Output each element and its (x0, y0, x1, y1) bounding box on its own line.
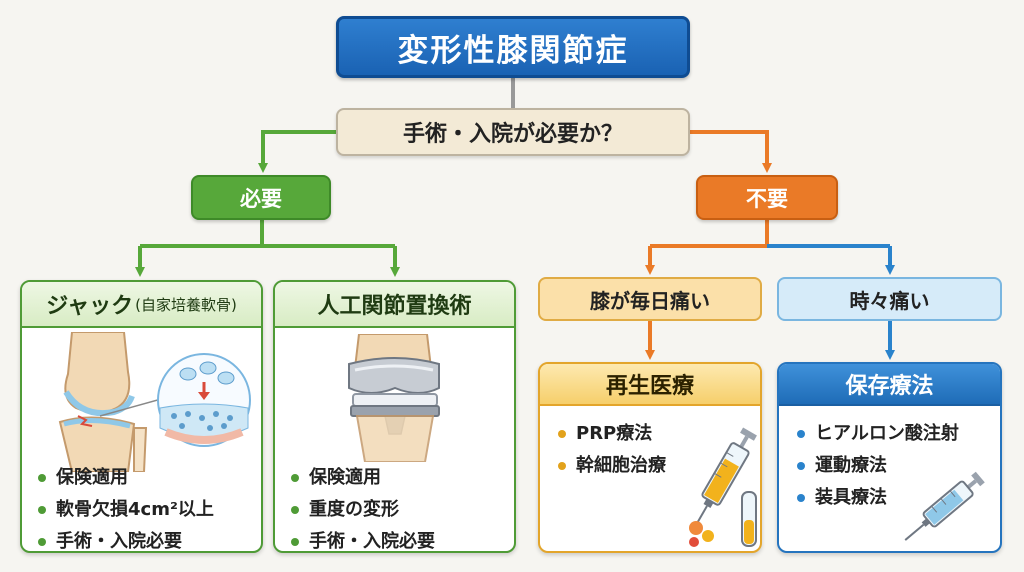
need-split-line (140, 220, 395, 248)
bullet-dot-icon (291, 474, 299, 482)
branch-no-need: 不要 (696, 175, 838, 220)
list-item: 保険適用 (38, 462, 214, 494)
list-item: 重度の変形 (291, 494, 435, 526)
list-item: 保険適用 (291, 462, 435, 494)
regenerative-title: 再生医療 (540, 364, 760, 406)
branch-need: 必要 (191, 175, 331, 220)
bullet-dot-icon (38, 474, 46, 482)
list-item: 運動療法 (797, 450, 959, 482)
list-item: 幹細胞治療 (558, 450, 666, 482)
jack-card: ジャック (自家培養軟骨) 保険適用 軟骨欠損4cm²以上 手術・入院必要 (20, 280, 263, 553)
artificial-knee-implant-illustration (348, 334, 440, 462)
list-item: 軟骨欠損4cm²以上 (38, 494, 214, 526)
list-item: 手術・入院必要 (38, 526, 214, 551)
list-item: 手術・入院必要 (291, 526, 435, 551)
conservative-title: 保存療法 (779, 364, 1000, 406)
bullet-dot-icon (291, 506, 299, 514)
jack-subtitle: (自家培養軟骨) (135, 295, 237, 314)
regenerative-bullets: PRP療法 幹細胞治療 (558, 418, 666, 482)
occasional-pain-box: 時々痛い (777, 277, 1002, 321)
tkr-title: 人工関節置換術 (317, 294, 472, 319)
bullet-dot-icon (797, 494, 805, 502)
conservative-bullets: ヒアルロン酸注射 運動療法 装具療法 (797, 418, 959, 514)
regenerative-card: 再生医療 PRP療法 幹細胞治療 (538, 362, 762, 553)
list-item: ヒアルロン酸注射 (797, 418, 959, 450)
tkr-card-header: 人工関節置換術 (275, 282, 514, 328)
bullet-dot-icon (558, 462, 566, 470)
jack-card-header: ジャック (自家培養軟骨) (22, 282, 261, 328)
knee-cartilage-illustration (58, 332, 251, 472)
jack-title: ジャック (46, 294, 134, 319)
tkr-card: 人工関節置換術 保険適用 重度の変形 手術・入院必要 (273, 280, 516, 553)
bullet-dot-icon (291, 538, 299, 546)
list-item: 装具療法 (797, 482, 959, 514)
arrow-to-no-need (690, 130, 772, 173)
page-title: 変形性膝関節症 (336, 16, 690, 78)
arrow-to-need (258, 130, 336, 173)
conservative-card: 保存療法 ヒアルロン酸注射 運動療法 装具療法 (777, 362, 1002, 553)
bullet-dot-icon (797, 430, 805, 438)
list-item: PRP療法 (558, 418, 666, 450)
tkr-bullets: 保険適用 重度の変形 手術・入院必要 (291, 462, 435, 551)
bullet-dot-icon (38, 538, 46, 546)
bullet-dot-icon (38, 506, 46, 514)
bullet-dot-icon (797, 462, 805, 470)
jack-bullets: 保険適用 軟骨欠損4cm²以上 手術・入院必要 (38, 462, 214, 551)
decision-question: 手術・入院が必要か？ (336, 108, 690, 156)
syringe-icon (904, 471, 985, 541)
syringe-and-test-tube-icon (689, 427, 757, 547)
no-need-split-orange (650, 220, 769, 248)
bullet-dot-icon (558, 430, 566, 438)
daily-pain-box: 膝が毎日痛い (538, 277, 762, 321)
